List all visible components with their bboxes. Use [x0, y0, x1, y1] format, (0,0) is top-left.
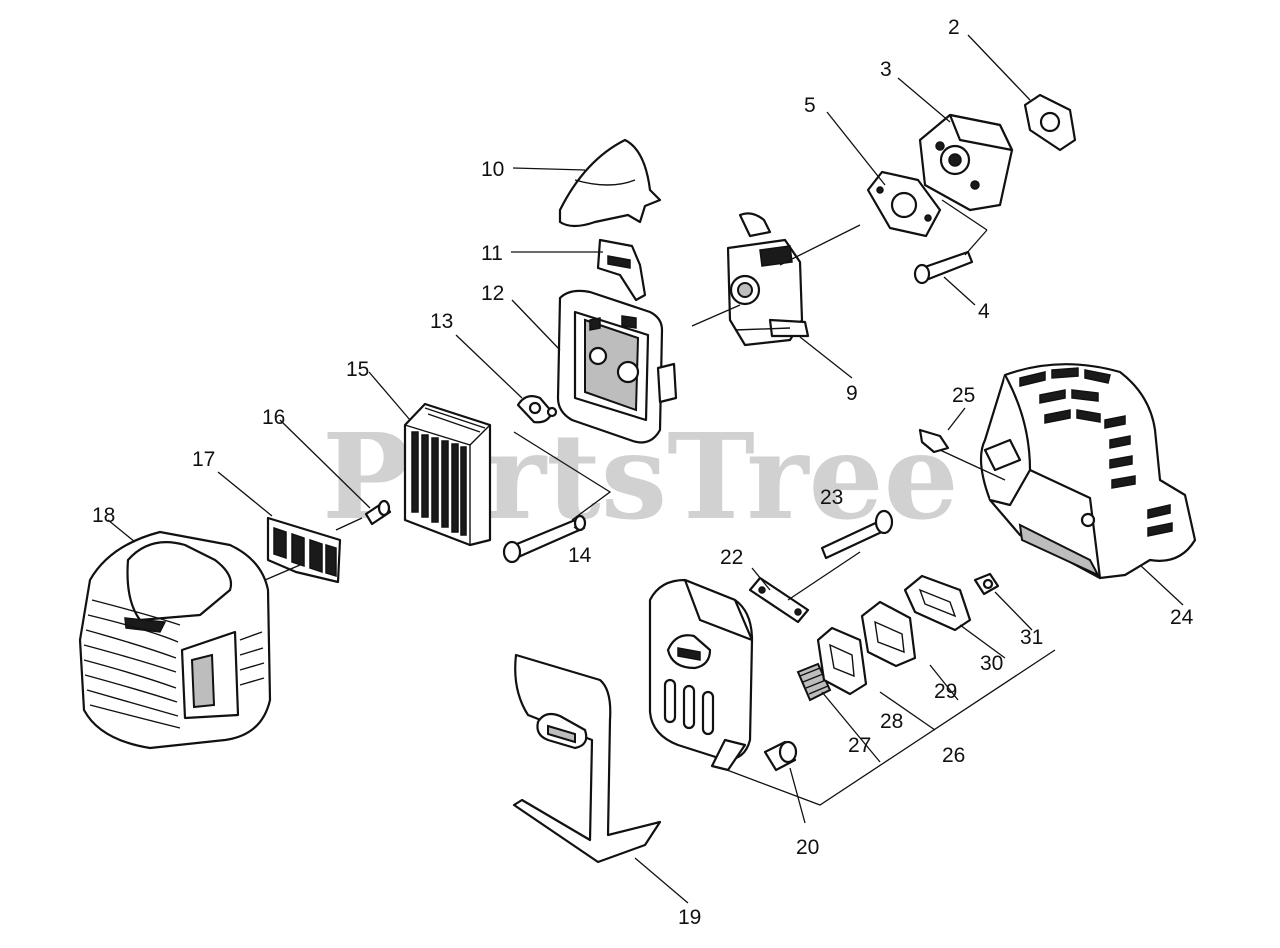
part-10-top-cover[interactable] [558, 138, 662, 228]
leader-lines [107, 34, 1184, 904]
part-20-bolt[interactable] [763, 740, 798, 772]
callout-24: 24 [1170, 606, 1194, 629]
callout-29: 29 [934, 680, 957, 703]
part-31-nut[interactable] [973, 572, 1000, 596]
part-30-gasket[interactable] [903, 574, 972, 632]
callout-31: 31 [1020, 626, 1043, 649]
callout-12: 12 [481, 282, 504, 305]
callout-2: 2 [948, 16, 960, 39]
part-22-plate[interactable] [748, 576, 810, 624]
callout-23: 23 [820, 486, 843, 509]
callout-9: 9 [846, 382, 858, 405]
part-12-filter-case[interactable] [556, 289, 678, 444]
callout-30: 30 [980, 652, 1003, 675]
part-15-air-filter[interactable] [403, 402, 492, 547]
part-14-bolt[interactable] [502, 514, 587, 564]
callout-27: 27 [848, 734, 871, 757]
callout-28: 28 [880, 710, 903, 733]
part-13-plate[interactable] [516, 395, 558, 424]
part-4-bolt[interactable] [913, 250, 974, 285]
callout-10: 10 [481, 158, 504, 181]
callout-15: 15 [346, 358, 369, 381]
callout-4: 4 [978, 300, 990, 323]
callout-labels: 2 3 4 5 9 10 11 12 13 14 15 16 17 18 19 … [92, 16, 1194, 929]
part-18-cover[interactable] [78, 530, 272, 750]
part-24-shroud[interactable] [979, 363, 1197, 580]
part-23-bolt[interactable] [820, 509, 894, 560]
callout-18: 18 [92, 504, 115, 527]
callout-11: 11 [481, 242, 503, 265]
part-3-insulator[interactable] [918, 113, 1014, 212]
callout-16: 16 [262, 406, 285, 429]
callout-19: 19 [678, 906, 701, 929]
part-2-gasket[interactable] [1023, 93, 1077, 152]
part-5-gasket[interactable] [866, 170, 942, 238]
part-19-heat-shield[interactable] [512, 653, 662, 864]
callout-17: 17 [192, 448, 215, 471]
part-9-carburetor[interactable] [726, 212, 810, 347]
part-11-choke[interactable] [596, 238, 647, 302]
callout-14: 14 [568, 544, 592, 567]
muffler[interactable] [648, 578, 754, 772]
part-16-screw[interactable] [364, 499, 392, 526]
callout-3: 3 [880, 58, 892, 81]
callout-20: 20 [796, 836, 819, 859]
part-29-gasket[interactable] [860, 600, 917, 668]
callout-25: 25 [952, 384, 975, 407]
part-17-deflector[interactable] [266, 516, 342, 584]
callout-13: 13 [430, 310, 453, 333]
callout-26: 26 [942, 744, 965, 767]
part-28-gasket[interactable] [816, 626, 868, 696]
callout-22: 22 [720, 546, 743, 569]
callout-5: 5 [804, 94, 816, 117]
